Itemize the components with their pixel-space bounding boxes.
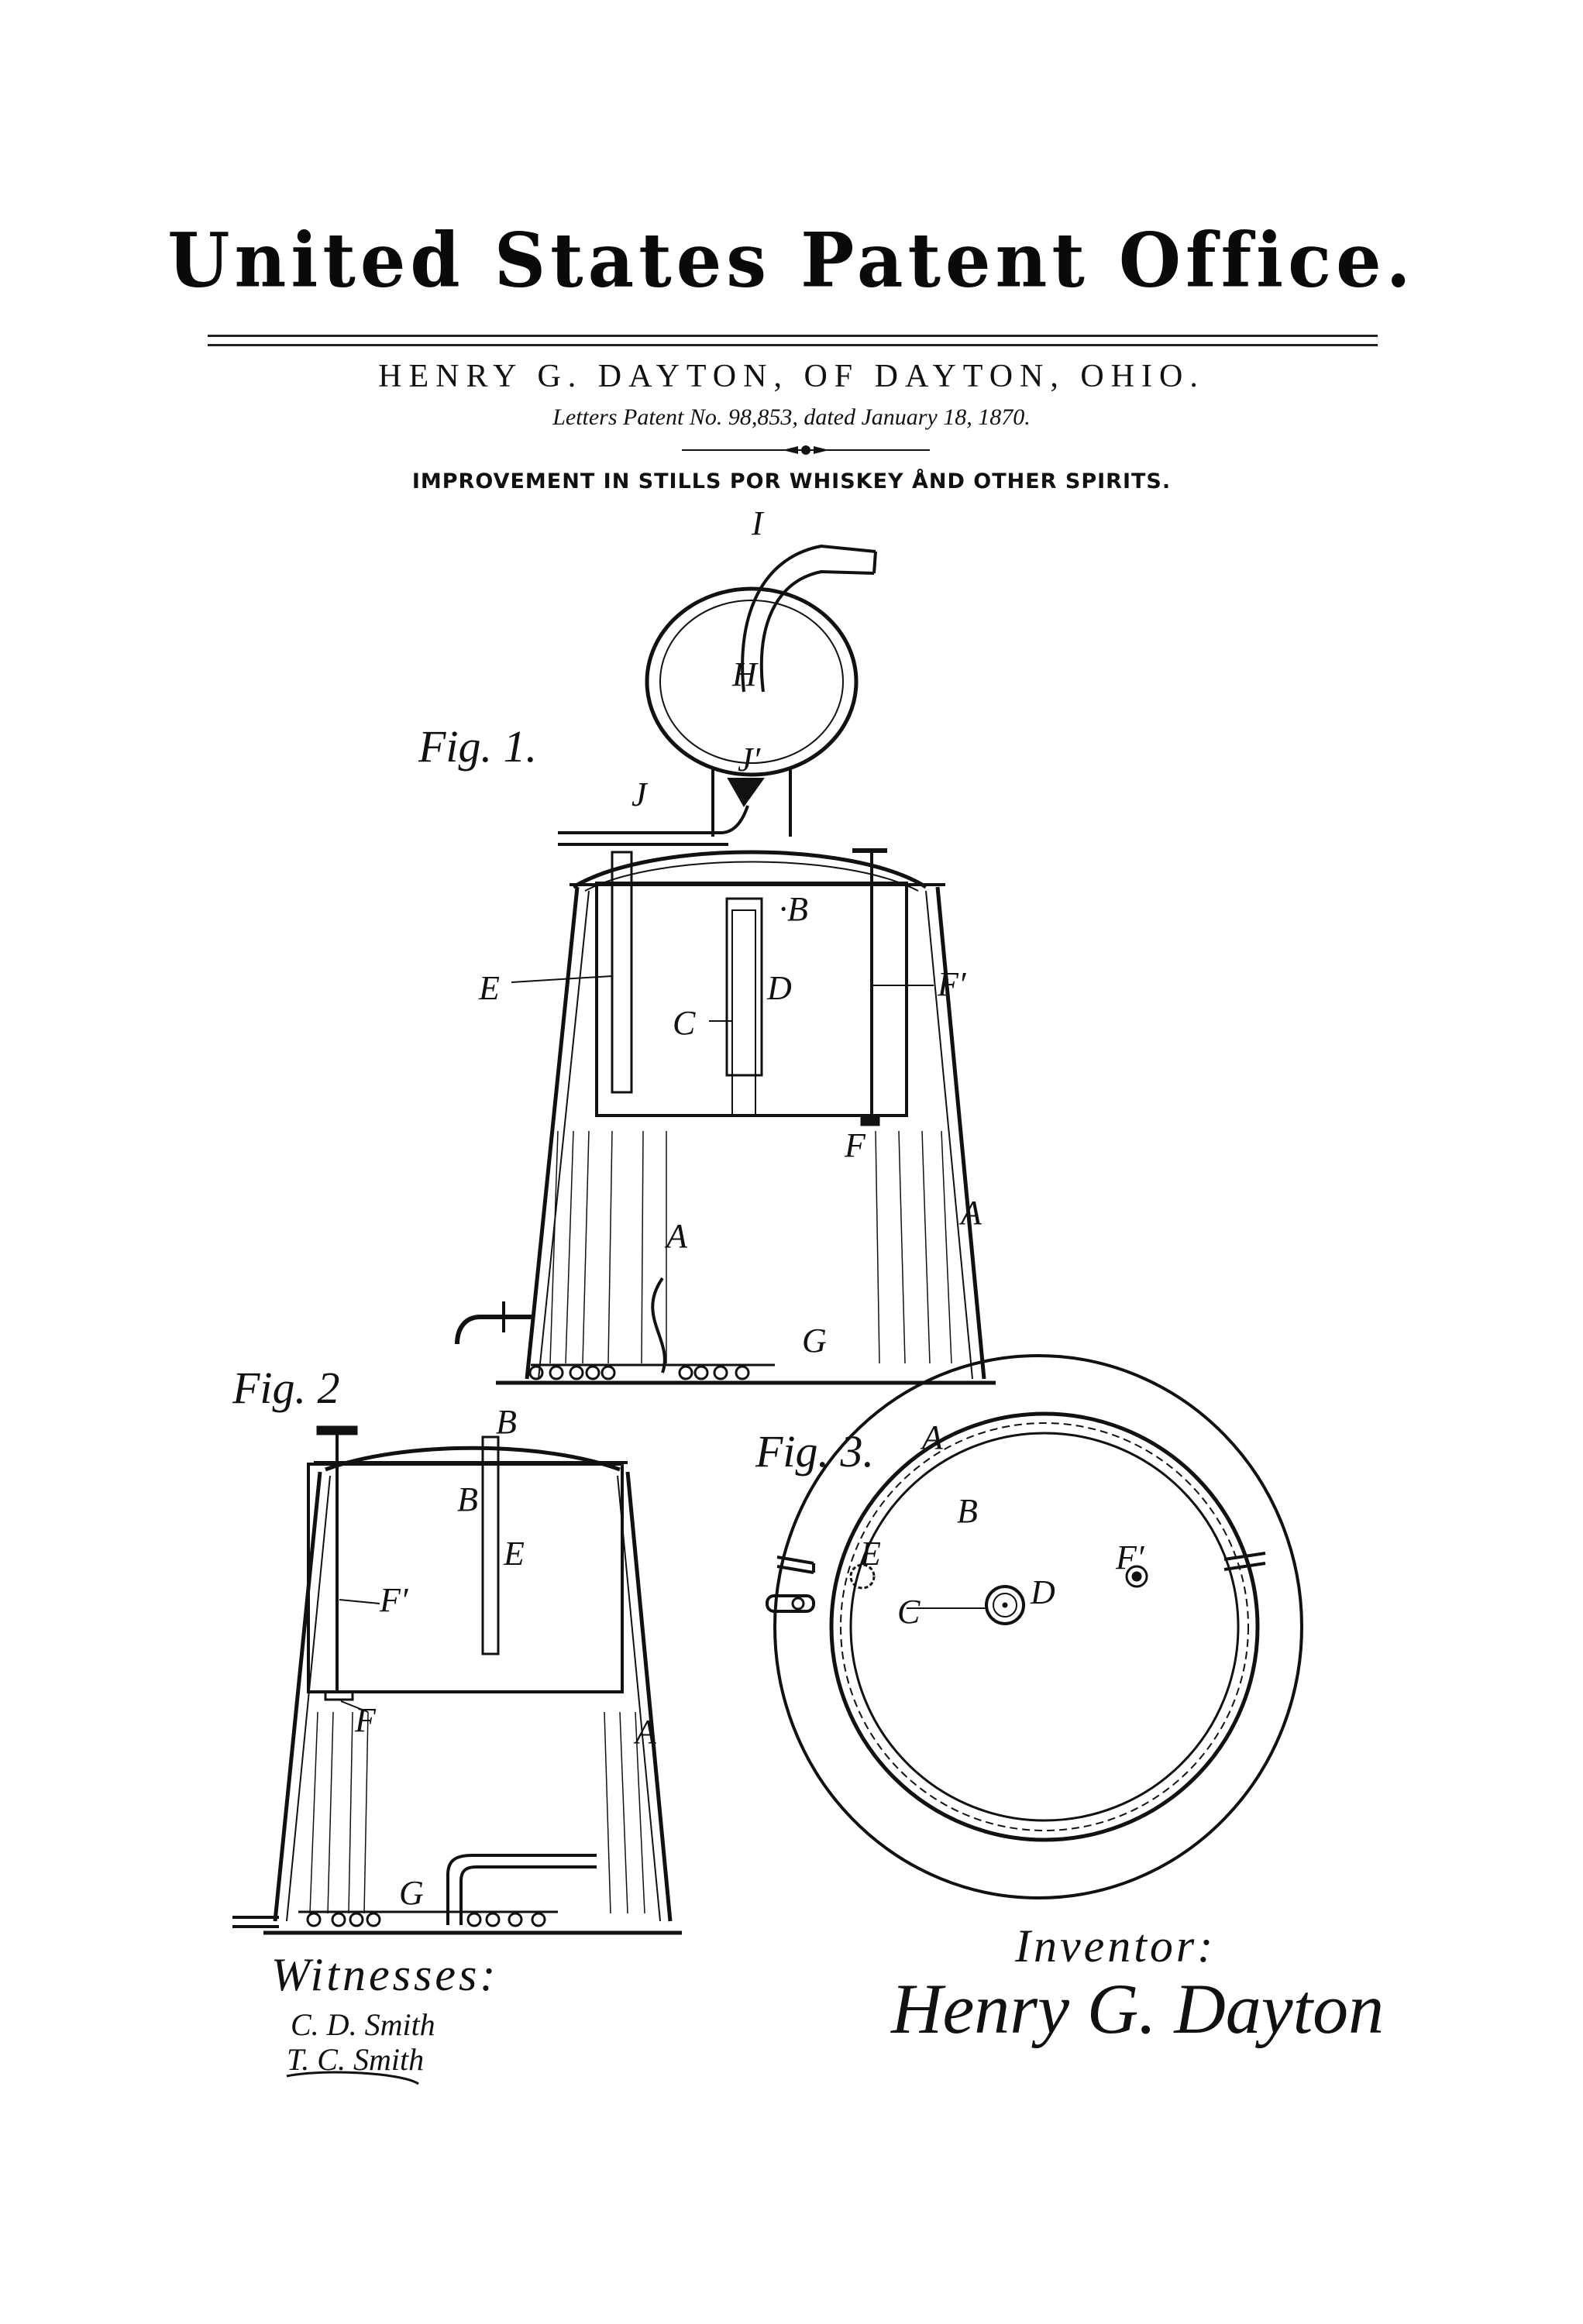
fig1-part-A-outer: A bbox=[961, 1194, 982, 1232]
fig3-part-D: D bbox=[1031, 1573, 1055, 1611]
fig2-part-A: A bbox=[635, 1713, 656, 1751]
header-rule-top bbox=[208, 335, 1378, 337]
inventor-heading: Inventor: bbox=[1015, 1920, 1217, 1972]
fig3-part-B: B bbox=[957, 1492, 978, 1530]
fig1-part-J-prime: J′ bbox=[738, 741, 761, 779]
witnesses-heading: Witnesses: bbox=[271, 1949, 499, 2000]
fig1-part-F-prime: F′ bbox=[938, 965, 966, 1003]
fig2-part-G: G bbox=[399, 1874, 424, 1912]
figure-2-drawing bbox=[232, 1425, 682, 1935]
fig1-part-E: E bbox=[479, 969, 500, 1007]
office-title: United States Patent Office. bbox=[167, 216, 1416, 304]
fig3-part-A: A bbox=[922, 1418, 943, 1456]
inventor-signature: Henry G. Dayton bbox=[891, 1969, 1385, 2048]
fig3-part-F-prime: F′ bbox=[1116, 1538, 1144, 1576]
fig1-part-J: J bbox=[631, 775, 647, 813]
fig1-part-H: H bbox=[732, 655, 757, 693]
witness-name-1: C. D. Smith bbox=[291, 2007, 435, 2042]
fig1-part-G: G bbox=[802, 1322, 827, 1360]
fig2-part-B-inner: B bbox=[457, 1480, 478, 1518]
ornament-divider bbox=[682, 445, 930, 455]
fig1-part-B: ·B bbox=[779, 890, 808, 928]
patent-subject: IMPROVEMENT IN STILLS POR WHISKEY ÅND OT… bbox=[411, 469, 1172, 493]
figure-2-label: Fig. 2 bbox=[232, 1363, 340, 1413]
fig2-part-E: E bbox=[504, 1535, 525, 1573]
figure-3-drawing bbox=[766, 1354, 1303, 1899]
fig2-part-F-prime: F′ bbox=[380, 1581, 408, 1619]
fig3-part-C: C bbox=[897, 1593, 921, 1631]
figure-3-label: Fig. 3. bbox=[755, 1426, 875, 1477]
figure-1-drawing bbox=[455, 544, 996, 1385]
inventor-line: HENRY G. DAYTON, OF DAYTON, OHIO. bbox=[378, 359, 1205, 394]
fig3-part-E: E bbox=[860, 1535, 881, 1573]
header-rule-bottom bbox=[208, 344, 1378, 346]
fig2-part-B-top: B bbox=[496, 1403, 517, 1441]
fig1-part-A-inner: A bbox=[666, 1217, 687, 1255]
patent-number-line: Letters Patent No. 98,853, dated January… bbox=[552, 404, 1031, 430]
fig1-part-D: D bbox=[767, 969, 792, 1007]
fig1-part-C: C bbox=[673, 1004, 696, 1042]
witness-underline bbox=[286, 2071, 419, 2085]
fig1-part-I: I bbox=[752, 504, 763, 542]
figure-1-label: Fig. 1. bbox=[418, 721, 538, 772]
witness-name-2: T. C. Smith bbox=[287, 2042, 425, 2077]
fig1-part-F: F bbox=[845, 1126, 865, 1164]
fig2-part-F: F bbox=[355, 1701, 376, 1739]
